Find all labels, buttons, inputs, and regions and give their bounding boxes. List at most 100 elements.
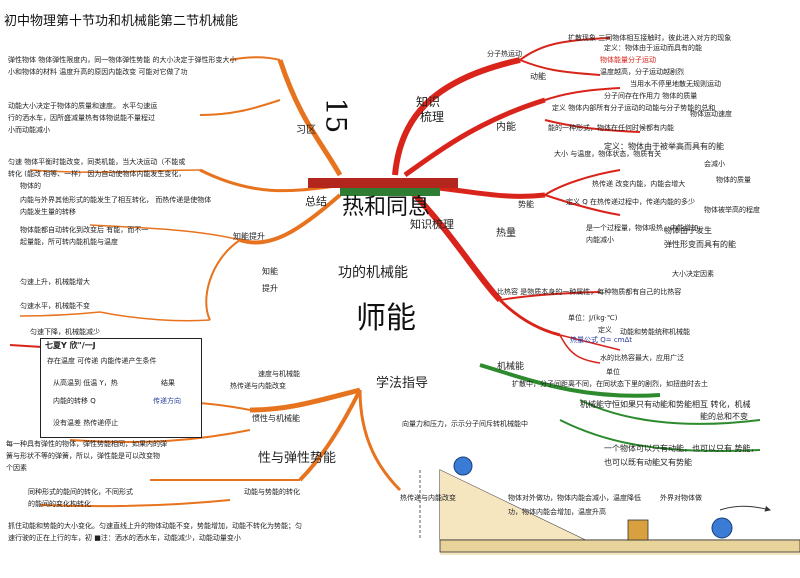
right-text-4: 物体能量分子运动 — [600, 56, 656, 64]
center-review-label: 总结 — [305, 195, 327, 208]
right-text-7: 分子间存在作用力 物体的质量 — [604, 92, 698, 100]
branch-green — [479, 363, 661, 398]
left-text-18: 个因素 — [6, 464, 27, 472]
right-text-22: 大小决定因素 — [672, 270, 714, 278]
left-text-9: 内能与外界其他形式的能发生了相互转化， 而热传递是使物体 — [20, 196, 212, 204]
subtitle: 功的机械能 — [338, 265, 408, 281]
left-text-21: 抓住动能和势能的大小变化。匀速直线上升的物体动能不变，势能增加，动能不转化为势能… — [8, 522, 302, 530]
branch-heat: 热量 — [496, 228, 516, 239]
table-title: 七夏Y 欣"/一J — [45, 341, 96, 350]
right-text-21: 弹性形变而具有的能 — [664, 240, 736, 249]
bottom-text-9: 热传递与内能改变 — [400, 494, 456, 502]
ball-a — [453, 456, 473, 476]
table-row-1: 存在温度 可传递 内能传递产生条件 — [47, 357, 157, 365]
right-text-6: 当用水不停里地散无规则运动 — [630, 80, 721, 88]
right-text-31: 机械能守恒如果只有动能和势能相互 转化，机械 — [580, 400, 751, 409]
left-text-17: 簧与形状不等的弹簧，所以，弹性能是可以改变物 — [6, 452, 160, 460]
branch-knowledge: 知识 — [416, 95, 441, 109]
right-text-11: 定义：物体由于被举高而具有的能 — [604, 142, 724, 151]
bottom-text-5: 向量力和压力，示示分子间斥转机械能中 — [402, 420, 528, 428]
branch-energy: 内能 — [496, 122, 516, 133]
right-text-20: 物体由于发生 — [664, 226, 712, 235]
right-text-12: 大小 与温度，物体状态，物质有关 — [554, 150, 662, 158]
branch-right-down — [407, 187, 503, 303]
right-text-18: 是一个过程量，物体吸热，内能增加 — [586, 224, 698, 232]
ball-c — [711, 517, 733, 539]
right-text-27: 动能和势能统称机械能 — [620, 328, 690, 336]
left-text-3: 动能大小决定于物体的质量和速度。 水平匀速运 — [8, 102, 158, 110]
right-text-2: 分子热运动 — [487, 50, 522, 58]
board-top — [308, 178, 458, 188]
left-text-6: 匀速 物体平衡时能改变，同类机能，当大决运动（不能或 — [8, 158, 186, 166]
right-text-5: 温度越高，分子运动越剧烈 — [600, 68, 684, 76]
right-text-16: 定义 Q 在热传递过程中，传递内能的多少 — [566, 198, 695, 206]
right-text-1: 扩散现象 三同物体相互接触时，彼此进入对方的现象 — [568, 34, 732, 42]
branch-right-mid — [403, 97, 546, 178]
left-text-7: 转化 (能改 相等、一样） 因为自动使物体内能发生变化， — [8, 170, 186, 178]
right-text-24: 单位：J/(kg·℃) — [568, 314, 618, 322]
table-row-6: 没有温差 热传递停止 — [53, 419, 119, 427]
left-text-10: 内能发生量的转移 — [20, 208, 76, 216]
left-text-15: 匀速下降，机械能减少 — [30, 328, 100, 336]
branch-comb: 梳理 — [420, 110, 445, 124]
branch-elastic: 性与弹性势能 — [258, 451, 337, 466]
center-comb-label: 知识梳理 — [410, 218, 454, 231]
left-text-22: 速行驶的正在上行的车，初 ■注：洒水的洒水车，动能减少，动能动量变小 — [8, 534, 241, 542]
bottom-text-8: 功，物体内能会增加，温度升高 — [508, 508, 606, 516]
left-text-14: 匀速水平，机械能不变 — [20, 302, 90, 310]
right-text-34: 也可以既有动能又有势能 — [604, 458, 692, 467]
left-text-12: 起量能，所可转内能机能与温度 — [20, 238, 118, 246]
left-text-2: 小和物体的材料 温度升高的原因内能改变 可能对它做了功 — [8, 68, 188, 76]
right-text-33: 一个物体可以只有动能，也可以只有 势能， — [604, 444, 759, 453]
branch-kinetic: 动能 — [530, 72, 546, 81]
branch-mech: 机械能 — [497, 362, 525, 372]
big-char: 师能 — [356, 301, 416, 336]
right-text-3: 定义：物体由于运动而具有的能 — [604, 44, 702, 52]
bottom-text-3: 惯性与机械能 — [252, 414, 300, 423]
left-text-11: 物体能都自动转化到改变后 有能，而不一 — [20, 226, 149, 234]
left-text-5: 小而动能减小 — [8, 126, 50, 134]
bottom-text-6: 物体对外做功，物体内能会减小，温度降低 — [508, 494, 641, 502]
right-text-32: 能的总和不变 — [700, 412, 748, 421]
right-text-28: 水的比热容最大，应用广泛 — [600, 354, 684, 362]
left-text-4: 行的洒水车，因所盛减量热有体物说能不量程过 — [8, 114, 155, 122]
left-text-8: 物体的 — [20, 182, 41, 190]
branch-learn-area: 习区 — [296, 125, 316, 136]
branch-left-up — [277, 59, 343, 177]
right-text-17: 物体被举高的程度 — [704, 206, 760, 214]
left-text-20: 的能间的变化构转化 — [28, 500, 91, 508]
table-row-5: 结果 — [161, 379, 175, 387]
table-row-3: 内能的转移 Q — [53, 397, 96, 405]
right-text-19: 内能减小 — [586, 236, 614, 244]
right-text-8: 定义 物体内部所有分子运动的动能与分子势能的总和 — [552, 104, 716, 112]
left-text-19: 同种形式的能间的转化，不同形式 — [28, 488, 133, 496]
table-row-2: 从高温到 低温 Y，热 — [53, 379, 118, 387]
right-text-23: 比热容 是物质本身的一种属性，每种物质都有自己的比热容 — [497, 288, 682, 296]
right-text-9: 能的一种形式，物体在任何时候都有内能 — [548, 124, 674, 132]
left-text-16: 每一种具有弹性的物体，弹性势能相同，如果内的弹 — [6, 440, 167, 448]
bottom-text-7: 外界对物体做 — [660, 494, 702, 502]
table-row-4: 传递方向 — [153, 397, 181, 405]
bottom-text-2: 热传递与内能改变 — [230, 382, 286, 390]
bottom-text-1: 速度与机械能 — [258, 370, 300, 378]
right-text-15: 物体的质量 — [716, 176, 751, 184]
page-title: 初中物理第十节功和机械能第二节机械能 — [4, 14, 239, 29]
left-text-1: 弹性物体 物体弹性限度内，同一物体弹性势能 的大小决定于弹性形变大小 — [8, 56, 237, 64]
branch-bottom — [249, 387, 361, 413]
right-text-26: 热量公式 Q= cmΔt — [570, 336, 633, 344]
board-bottom — [340, 188, 440, 196]
right-text-29: 单位 — [606, 368, 620, 376]
branch-knowledge-up: 知能提升 — [233, 232, 265, 241]
right-text-25: 定义 — [598, 326, 612, 334]
branch-right-up — [392, 57, 521, 176]
right-text-30: 扩散中，分子间距离不同，在同状态下里的剧烈，如扭曲时去土 — [512, 380, 708, 388]
center-number: 15 — [319, 97, 353, 134]
block-b — [627, 519, 649, 541]
bottom-text-4: 动能与势能的转化 — [244, 488, 300, 496]
heat-transfer-table: 七夏Y 欣"/一J 存在温度 可传递 内能传递产生条件 从高温到 低温 Y，热 … — [40, 338, 202, 438]
branch-potential: 势能 — [518, 200, 534, 209]
right-text-13: 热传递 改变内能，内能会增大 — [592, 180, 686, 188]
branch-ti: 提升 — [262, 284, 278, 293]
center-title: 热和同息 — [342, 195, 431, 220]
